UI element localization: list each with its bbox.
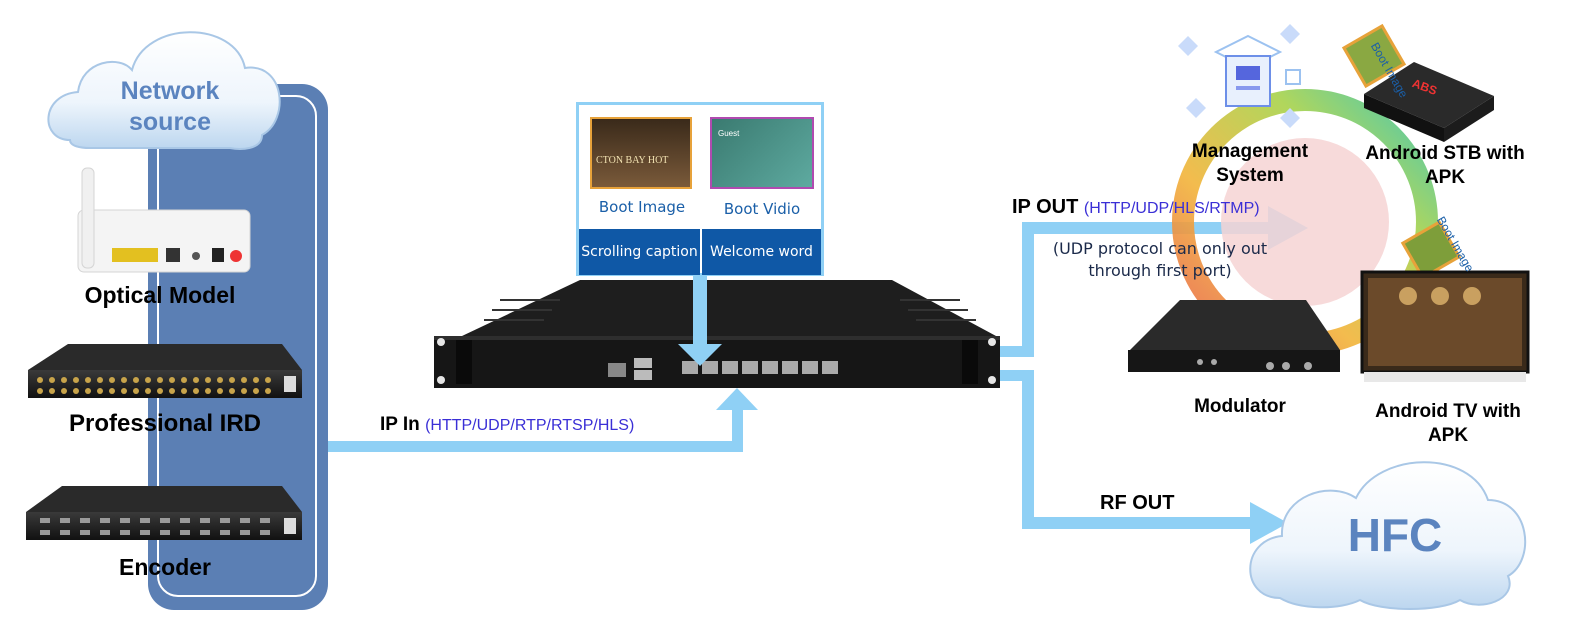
encoder-device <box>26 486 302 540</box>
hfc-cloud <box>1249 461 1527 610</box>
management-system-label: Management System <box>1170 140 1330 188</box>
optical-model-label: Optical Model <box>84 282 236 308</box>
optical-model-device <box>77 167 251 273</box>
tv-line1: Android TV with <box>1375 401 1521 422</box>
android-stb-graphic <box>1341 23 1494 280</box>
network-source-cloud <box>47 31 281 150</box>
boot-image-thumbnail: CTON BAY HOT <box>590 117 692 189</box>
modulator-graphic <box>1128 300 1340 372</box>
management-line1: Management <box>1191 141 1309 162</box>
welcome-word-tile: Welcome word <box>702 229 821 275</box>
ip-out-note-line1: (UDP protocol can only out <box>1052 239 1268 258</box>
ip-out-protocols: (HTTP/UDP/HLS/RTMP) <box>1083 200 1260 217</box>
ip-in-protocols: (HTTP/UDP/RTP/RTSP/HLS) <box>425 417 635 434</box>
android-tv-graphic <box>1360 270 1530 382</box>
boot-image-thumb-text: CTON BAY HOT <box>596 155 669 166</box>
boot-video-thumb-text: Guest <box>718 129 740 138</box>
modulator-label: Modulator <box>1194 396 1286 417</box>
scrolling-caption-tile: Scrolling caption <box>579 229 700 275</box>
professional-ird-device <box>28 344 302 398</box>
boot-image-caption: Boot Image <box>598 198 686 216</box>
network-source-line1: Network <box>120 77 220 105</box>
android-tv-label: Android TV with APK <box>1358 400 1538 448</box>
ip-out-note: (UDP protocol can only out through first… <box>1040 238 1280 282</box>
android-stb-label: Android STB with APK <box>1350 142 1540 190</box>
headend-device <box>434 280 1000 388</box>
hfc-label: HFC <box>1347 509 1443 561</box>
stb-line1: Android STB with <box>1365 143 1525 164</box>
ip-in-label: IP In (HTTP/UDP/RTP/RTSP/HLS) <box>380 414 700 436</box>
management-system-graphic <box>1178 24 1301 128</box>
boot-video-caption: Boot Vidio <box>723 200 801 218</box>
network-source-label: Network source <box>100 76 240 138</box>
professional-ird-label: Professional IRD <box>68 410 262 437</box>
stb-line2: APK <box>1424 167 1466 188</box>
ip-in-arrow <box>328 388 758 452</box>
network-source-line2: source <box>129 108 211 136</box>
ip-in-title: IP In <box>380 414 420 435</box>
boot-video-thumbnail: Guest <box>710 117 814 189</box>
feature-panel: CTON BAY HOT Guest Boot Image Boot Vidio… <box>576 102 824 276</box>
ip-out-title: IP OUT <box>1012 196 1079 218</box>
rf-out-label: RF OUT <box>1100 492 1175 514</box>
ip-out-label: IP OUT (HTTP/UDP/HLS/RTMP) <box>1012 196 1312 219</box>
management-line2: System <box>1216 165 1284 186</box>
encoder-label: Encoder <box>118 554 212 580</box>
tv-line2: APK <box>1427 425 1469 446</box>
ip-out-note-line2: through first port) <box>1088 261 1232 280</box>
panel-down-arrow <box>678 276 722 366</box>
